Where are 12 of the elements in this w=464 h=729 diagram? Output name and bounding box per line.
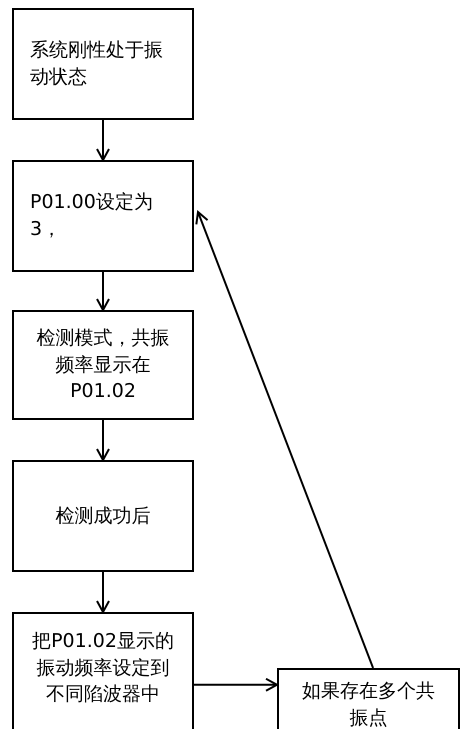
arrow [96,272,110,311]
process-box: P01.00设定为3， [12,160,194,272]
arrow [96,120,110,161]
process-box: 如果存在多个共振点 [277,668,460,729]
process-box: 检测成功后 [12,460,194,572]
arrow [195,210,374,668]
process-box: 把P01.02显示的振动频率设定到不同陷波器中 [12,612,194,729]
arrow [96,572,110,613]
arrow [194,678,278,692]
process-box: 检测模式，共振频率显示在P01.02 [12,310,194,420]
arrow [96,420,110,461]
process-box: 系统刚性处于振动状态 [12,8,194,120]
